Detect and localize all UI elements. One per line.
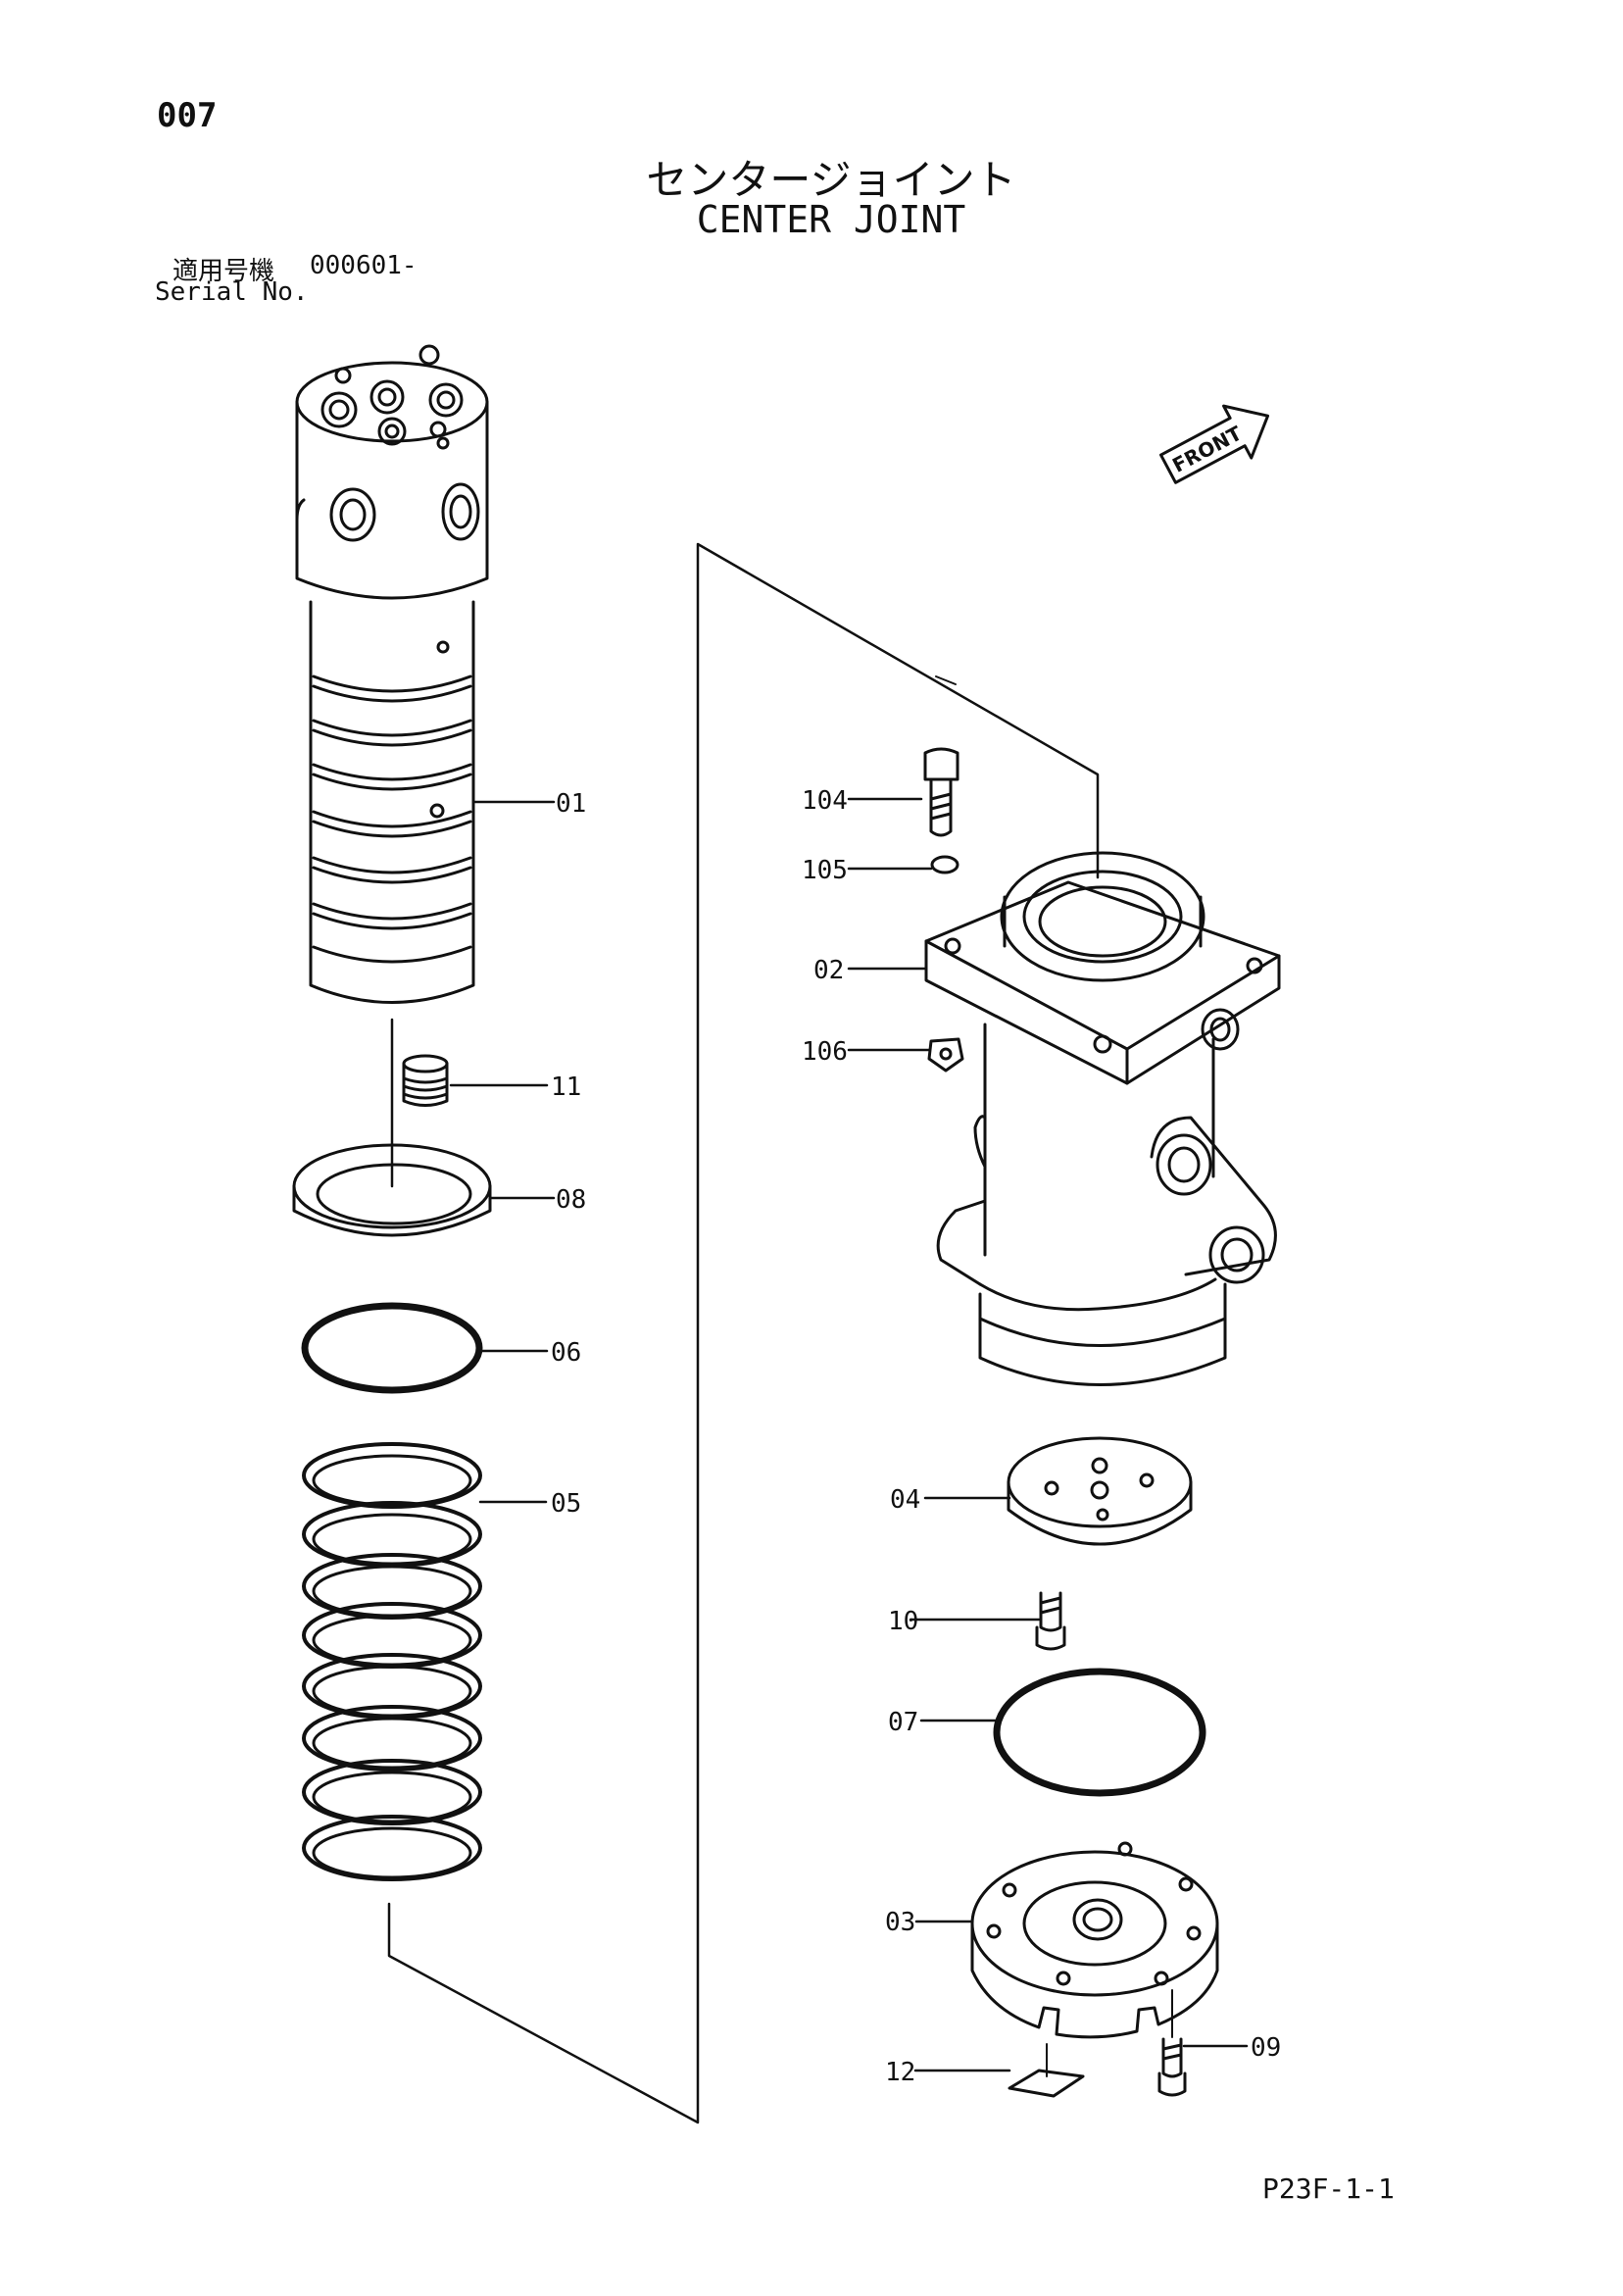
label-part-105: 105 bbox=[802, 856, 848, 885]
label-part-07: 07 bbox=[888, 1708, 918, 1737]
leader-lines bbox=[449, 797, 1249, 2072]
page-number: 007 bbox=[157, 96, 218, 135]
part-104-bolt bbox=[923, 747, 959, 837]
part-105-washer bbox=[930, 855, 959, 874]
label-part-05: 05 bbox=[551, 1489, 581, 1519]
part-11-plug bbox=[402, 1054, 449, 1107]
part-09-screw bbox=[1157, 1989, 1187, 2097]
title-english: CENTER JOINT bbox=[696, 198, 966, 241]
part-02-body bbox=[924, 851, 1281, 1386]
part-03-end-cover bbox=[970, 1841, 1219, 2039]
part-10-screw bbox=[1035, 1591, 1066, 1651]
label-part-11: 11 bbox=[551, 1073, 581, 1102]
label-part-106: 106 bbox=[802, 1037, 848, 1067]
part-07-o-ring bbox=[993, 1668, 1206, 1797]
label-part-08: 08 bbox=[556, 1185, 586, 1215]
label-part-04: 04 bbox=[890, 1485, 920, 1515]
label-part-10: 10 bbox=[888, 1607, 918, 1636]
serial-label-japanese: 適用号機 bbox=[172, 257, 275, 286]
label-part-02: 02 bbox=[813, 956, 844, 985]
part-106-nut bbox=[927, 1037, 964, 1073]
part-01-spindle bbox=[295, 344, 489, 1004]
page-code: P23F-1-1 bbox=[1262, 2172, 1395, 2205]
label-part-03: 03 bbox=[885, 1908, 915, 1937]
serial-label-english: Serial No. bbox=[155, 277, 309, 307]
serial-value: 000601- bbox=[310, 251, 418, 280]
part-06-o-ring bbox=[301, 1302, 483, 1394]
label-part-12: 12 bbox=[885, 2058, 915, 2087]
part-05-slipper-seals bbox=[302, 1442, 482, 1881]
label-part-01: 01 bbox=[556, 789, 586, 819]
label-part-06: 06 bbox=[551, 1338, 581, 1368]
part-08-seal-ring bbox=[292, 1143, 492, 1237]
part-04-cover bbox=[1007, 1436, 1193, 1546]
label-part-09: 09 bbox=[1251, 2033, 1281, 2063]
title-japanese: センタージョイント bbox=[646, 156, 1016, 204]
label-part-104: 104 bbox=[802, 786, 848, 816]
front-arrow-icon: FRONT bbox=[1159, 404, 1270, 484]
part-12-nameplate bbox=[1008, 2043, 1085, 2098]
